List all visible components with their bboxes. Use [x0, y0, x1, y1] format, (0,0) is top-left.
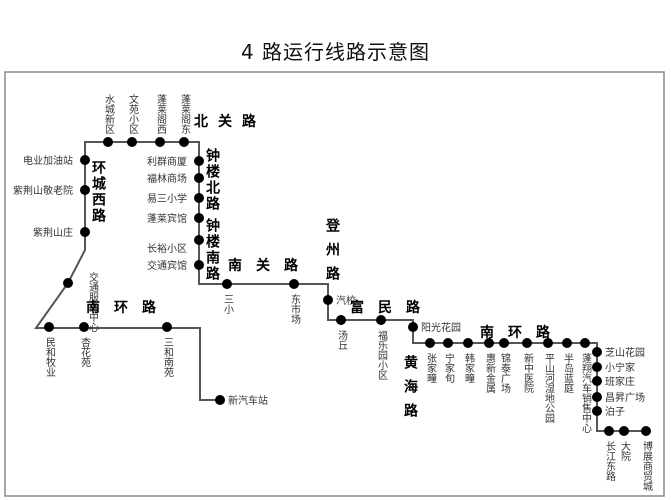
road-label: 黄海路 — [402, 354, 418, 427]
station-label: 新汽车站 — [228, 394, 268, 407]
station-stop-dot — [499, 338, 509, 348]
station-label: 班家庄 — [605, 375, 635, 388]
road-label: 南环路 — [86, 299, 170, 316]
station-label: 韩家疃 — [463, 352, 475, 383]
station-stop-dot — [592, 392, 602, 402]
station-label: 惠新金属 — [484, 352, 496, 394]
station-stop-dot — [592, 376, 602, 386]
station-stop-dot — [80, 155, 90, 165]
station-stop-dot — [604, 426, 614, 436]
station-label: 小宁家 — [605, 361, 635, 374]
station-label: 民和牧业 — [44, 337, 56, 377]
station-stop-dot — [641, 426, 651, 436]
station-label: 文苑小区 — [127, 93, 139, 134]
station-stop-dot — [194, 193, 204, 203]
station-label: 交通宾馆 — [147, 259, 187, 272]
station-label: 三和南苑 — [162, 337, 174, 377]
station-stop-dot — [215, 395, 225, 405]
station-label: 锦泰广场 — [499, 352, 511, 394]
station-stop-dot — [543, 338, 553, 348]
station-stop-dot — [289, 279, 299, 289]
station-label: 平山河湿地公园 — [543, 353, 555, 424]
station-stop-dot — [463, 338, 473, 348]
road-label: 南环路 — [480, 324, 564, 341]
station-label: 芝山花园 — [605, 346, 645, 359]
station-stop-dot — [580, 338, 590, 348]
station-label: 交通服务中心 — [87, 271, 99, 332]
station-label: 半岛蓝庭 — [562, 352, 574, 394]
station-label: 紫荆山敬老院 — [13, 184, 73, 197]
station-label: 阳光花园 — [421, 321, 461, 334]
station-stop-dot — [155, 137, 165, 147]
station-stop-dot — [619, 426, 629, 436]
station-label: 昌昇广场 — [605, 391, 645, 404]
station-label: 宁家旬 — [443, 352, 455, 384]
station-stop-dot — [376, 315, 386, 325]
station-stop-dot — [103, 137, 113, 147]
station-stop-dot — [179, 137, 189, 147]
road-label: 登州路 — [324, 217, 341, 290]
station-label: 张家疃 — [425, 353, 437, 383]
station-label: 博展商贸城 — [641, 440, 653, 492]
station-label: 电业加油站 — [23, 154, 73, 167]
station-label: 紫荆山庄 — [33, 226, 73, 239]
station-stop-dot — [194, 235, 204, 245]
station-label: 汤丘 — [336, 329, 348, 350]
station-stop-dot — [44, 322, 54, 332]
station-stop-dot — [443, 338, 453, 348]
road-label: 钟楼南路 — [204, 217, 220, 282]
station-label: 利群商厦 — [147, 155, 187, 168]
station-label: 汽校 — [336, 294, 356, 307]
station-label: 水城新区 — [103, 94, 115, 134]
station-stop-dot — [80, 227, 90, 237]
station-label: 东市场 — [289, 293, 301, 325]
station-stop-dot — [194, 173, 204, 183]
station-label: 易三小学 — [147, 192, 187, 205]
station-stop-dot — [522, 338, 532, 348]
station-label: 蓬莱阁东 — [179, 94, 191, 134]
station-stop-dot — [592, 362, 602, 372]
station-stop-dot — [408, 322, 418, 332]
diagram-title: 4 路运行线路示意图 — [240, 40, 431, 64]
station-stop-dot — [336, 315, 346, 325]
station-label: 杏花苑 — [79, 336, 91, 367]
station-stop-dot — [323, 295, 333, 305]
station-stop-dot — [592, 406, 602, 416]
route-line — [34, 141, 646, 432]
station-stop-dot — [592, 347, 602, 357]
station-stop-dot — [425, 338, 435, 348]
map-frame — [4, 71, 665, 497]
station-stop-dot — [63, 278, 73, 288]
station-stop-dot — [194, 156, 204, 166]
road-label: 钟楼北路 — [204, 147, 220, 212]
station-label: 蓬翔汽车销售中心 — [580, 353, 592, 433]
station-label: 泊子 — [605, 406, 625, 418]
station-label: 新中医院 — [522, 352, 534, 394]
road-label: 富民路 — [350, 299, 434, 316]
station-label: 大院 — [619, 440, 631, 462]
station-label: 福林商场 — [147, 172, 187, 185]
station-stop-dot — [222, 279, 232, 289]
station-stop-dot — [80, 185, 90, 195]
station-label: 长江东路 — [604, 441, 616, 482]
road-label: 北关路 — [194, 113, 266, 130]
station-stop-dot — [194, 260, 204, 270]
road-label: 南关路 — [228, 257, 312, 274]
station-stop-dot — [162, 322, 172, 332]
station-label: 三小 — [222, 294, 234, 315]
station-stop-dot — [484, 338, 494, 348]
station-label: 蓬莱宾馆 — [147, 212, 187, 225]
station-stop-dot — [562, 338, 572, 348]
station-stop-dot — [194, 213, 204, 223]
road-label: 环城西路 — [90, 160, 106, 224]
station-stop-dot — [127, 137, 137, 147]
station-label: 福乐园小区 — [376, 329, 388, 380]
station-stop-dot — [79, 322, 89, 332]
station-label: 长裕小区 — [147, 242, 187, 255]
station-label: 蓬莱阁西 — [155, 94, 167, 134]
